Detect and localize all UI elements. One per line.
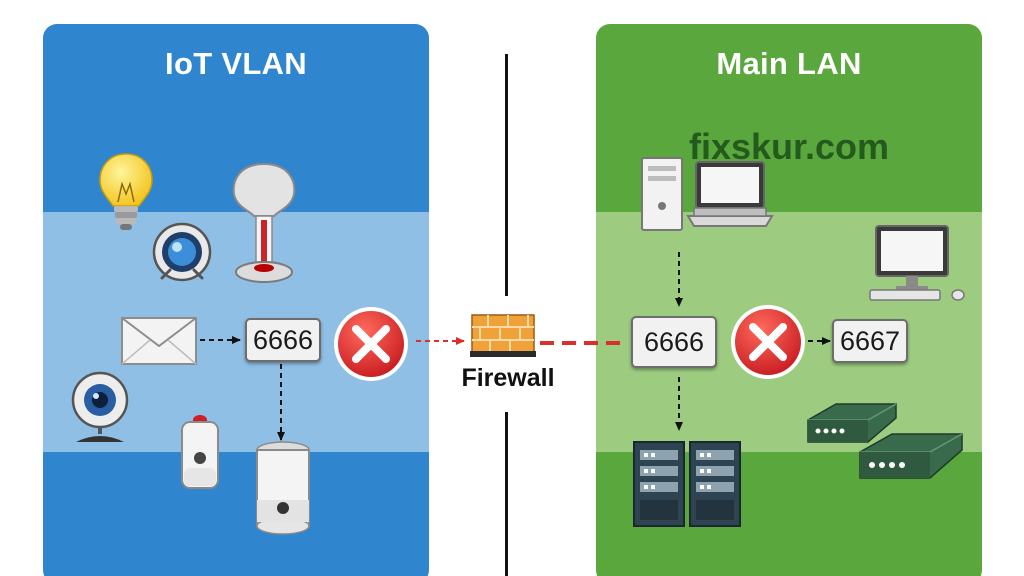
- main-lan-title: Main LAN: [716, 46, 862, 81]
- zone-divider-bottom: [505, 412, 508, 576]
- firewall-icon: [470, 314, 536, 357]
- smart-alarm-icon: [152, 222, 212, 282]
- lan-port-6666: 6666: [631, 316, 717, 368]
- network-switch-icon: [807, 403, 897, 443]
- smart-lamp-icon: [232, 162, 296, 283]
- desktop-tower-icon: [641, 157, 683, 231]
- iot-vlan-title: IoT VLAN: [165, 46, 307, 81]
- deny-icon: [731, 305, 805, 379]
- desktop-computer-icon: [869, 225, 965, 301]
- zone-divider-top: [505, 54, 508, 296]
- server-rack-icon: [633, 441, 741, 527]
- deny-icon: [334, 307, 408, 381]
- network-switch-icon: [859, 433, 963, 479]
- lan-port-6667: 6667: [832, 319, 908, 363]
- smart-sensor-icon: [181, 415, 219, 489]
- firewall-label: Firewall: [461, 364, 555, 392]
- light-bulb-icon: [99, 153, 153, 230]
- watermark-text: fixskur.com: [688, 126, 890, 167]
- envelope-icon: [121, 317, 197, 365]
- iot-port-6666: 6666: [245, 318, 321, 362]
- laptop-icon: [686, 161, 774, 227]
- smart-speaker-icon: [256, 441, 310, 535]
- webcam-icon: [71, 371, 129, 442]
